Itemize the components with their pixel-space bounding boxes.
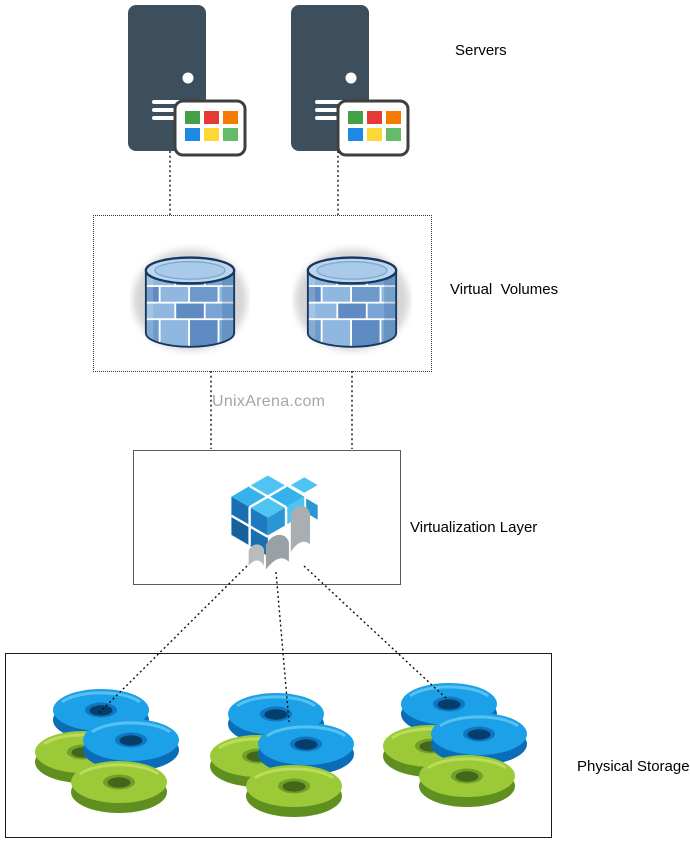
database-cylinder-icon [292,241,412,356]
virtualization-layer-label: Virtualization Layer [410,519,538,536]
watermark: UnixArena.com [212,393,326,410]
virtualization-cube-icon [230,475,318,570]
virtual-volumes-label: Virtual Volumes [450,281,559,298]
server-tower-icon [128,5,247,157]
servers-label: Servers [455,42,507,59]
virtual-volumes-box [93,215,432,372]
disk-stack-group [33,687,181,815]
database-cylinder-icon [130,241,250,356]
server-tower-icon [291,5,410,157]
disk-stack-group [208,691,356,819]
physical-storage-label: Physical Storage [577,758,690,775]
disk-stack-group [381,681,529,809]
